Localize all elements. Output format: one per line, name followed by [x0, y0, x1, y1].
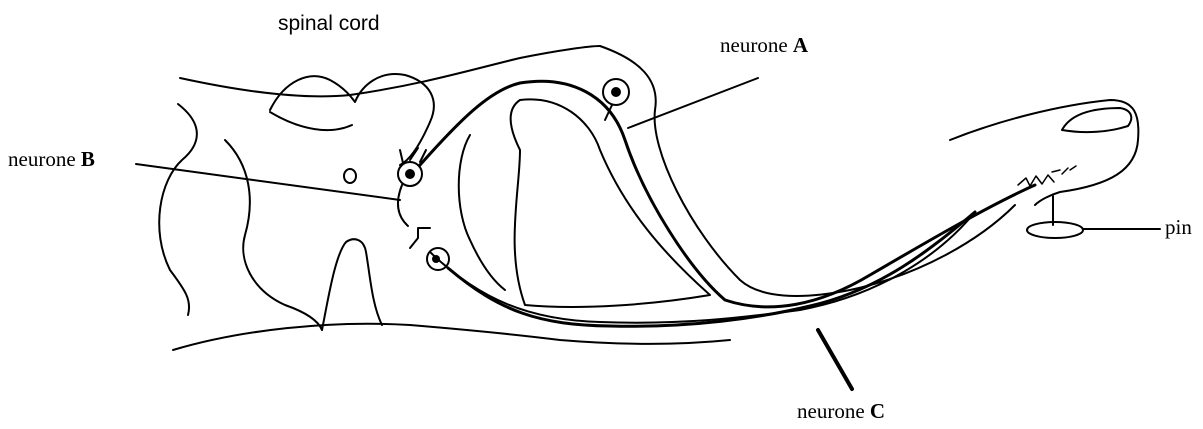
pin-head	[1027, 222, 1083, 238]
label-neurone-a-word: neurone	[720, 33, 793, 57]
spinal-cord-outer-top-edge	[180, 46, 600, 96]
neurone-c-dendrites	[410, 228, 430, 248]
label-neurone-c-letter: C	[870, 399, 885, 423]
neurone-c-fibre	[448, 212, 975, 326]
leader-line-neurone-b	[136, 164, 400, 200]
label-neurone-c-word: neurone	[797, 399, 870, 423]
label-neurone-a: neurone A	[720, 33, 809, 57]
nerve-sheath-outer-lower	[430, 212, 975, 323]
ganglion-loop	[511, 99, 710, 307]
grey-matter-dorsal-left	[270, 112, 352, 130]
finger-outline	[950, 100, 1138, 205]
ventral-median-fissure	[322, 239, 382, 330]
dorsal-horns	[270, 74, 434, 122]
label-neurone-b: neurone B	[8, 147, 95, 171]
label-neurone-b-word: neurone	[8, 147, 81, 171]
neurone-a-nucleus	[611, 87, 621, 97]
leader-line-neurone-c	[818, 330, 852, 389]
receptor-endings	[1018, 166, 1076, 186]
leader-lines	[136, 78, 1160, 389]
label-neurone-b-letter: B	[81, 147, 95, 171]
nerve-structures	[430, 46, 1015, 323]
spinal-cord-outer-left-edge	[159, 104, 197, 315]
label-spinal-cord: spinal cord	[278, 12, 380, 35]
neurones	[398, 79, 1035, 326]
grey-matter-left-edge	[225, 140, 322, 330]
ganglion-inner-curve	[459, 135, 505, 290]
neurone-b-fibre	[398, 185, 408, 226]
neurone-a-fibre	[420, 81, 1035, 307]
fingernail	[1062, 108, 1131, 132]
nerve-sheath-outer-upper	[600, 46, 1015, 296]
neurone-b-nucleus	[405, 169, 415, 179]
neurone-c-nucleus	[432, 255, 440, 263]
central-canal	[344, 169, 356, 183]
pin	[1027, 196, 1083, 238]
spinal-cord-outer-bottom-edge	[173, 324, 730, 350]
leader-line-neurone-a	[628, 78, 758, 128]
label-neurone-c: neurone C	[797, 399, 885, 423]
finger	[950, 100, 1138, 205]
label-neurone-a-letter: A	[793, 33, 809, 57]
label-pin: pin	[1165, 215, 1192, 239]
